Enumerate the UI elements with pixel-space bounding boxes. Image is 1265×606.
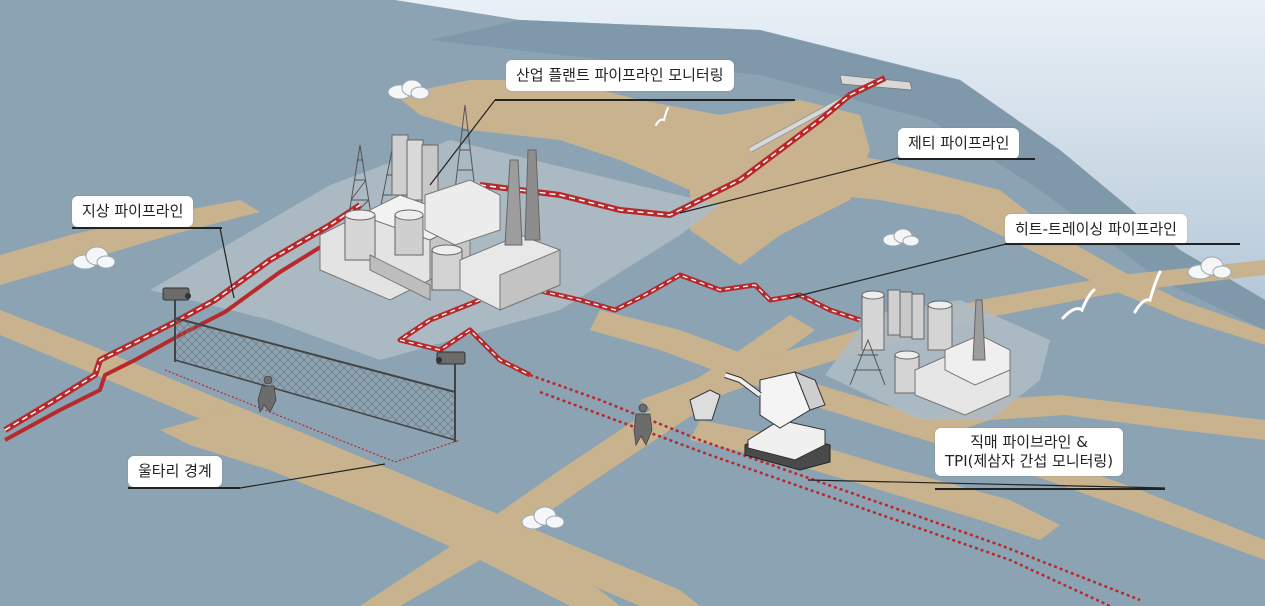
heat-tracing-label-rule: [1005, 243, 1240, 245]
seagull-icon: [1133, 270, 1162, 314]
cloud-icon: [882, 228, 920, 247]
heat-tracing-label-text: 히트-트레이싱 파이프라인: [1015, 220, 1177, 238]
plant-label-rule: [495, 99, 795, 101]
heat-tracing-label: 히트-트레이싱 파이프라인: [1005, 214, 1187, 245]
oil-rig-icon: [849, 338, 886, 386]
fence-perimeter-label: 울타리 경계: [128, 456, 222, 487]
fence-label-rule: [128, 487, 240, 489]
sand-shore: [395, 80, 870, 265]
jetty-label-text: 제티 파이프라인: [908, 134, 1010, 152]
plant-label-text: 산업 플랜트 파이프라인 모니터링: [516, 66, 724, 84]
jetty-label-rule: [898, 158, 1035, 160]
main-plant: [319, 104, 561, 311]
plant-monitoring-label: 산업 플랜트 파이프라인 모니터링: [506, 60, 734, 91]
seagull-icon: [1061, 288, 1096, 320]
leader-lines: [219, 99, 1166, 489]
intruder-icon: [633, 403, 653, 447]
sky: [395, 0, 1265, 300]
seagull-icon: [655, 107, 669, 126]
secondary-plant: [849, 289, 1011, 416]
buried-pipeline-label: 직매 파이브라인 & TPI(제삼자 간섭 모니터링): [935, 428, 1124, 476]
pipelines: [3, 75, 1141, 606]
ground-label-rule: [72, 227, 222, 229]
fence-label-text: 울타리 경계: [138, 462, 212, 480]
roads: [0, 200, 1265, 606]
ground-pipeline-label: 지상 파이프라인: [72, 196, 194, 227]
buried-label-line1: 직매 파이브라인 &: [970, 433, 1088, 451]
cctv-camera-icon: [436, 351, 466, 365]
sand-shore-east: [820, 150, 1265, 345]
cloud-icon: [387, 79, 430, 100]
buried-label-line2: TPI(제삼자 간섭 모니터링): [945, 452, 1114, 470]
cloud-icon: [72, 246, 116, 270]
jetty-pipeline-label: 제티 파이프라인: [898, 128, 1020, 159]
chimney-icon: [972, 299, 986, 361]
storage-tank-icon: [391, 134, 439, 206]
cctv-camera-icon: [162, 287, 191, 301]
cloud-icon: [1187, 256, 1232, 280]
buried-label-rule: [935, 488, 1165, 490]
excavator-icon: [689, 371, 831, 471]
chimney-icon: [504, 149, 541, 246]
intruder-icon: [257, 375, 277, 414]
ground-label-text: 지상 파이프라인: [82, 202, 184, 220]
cloud-icon: [521, 506, 565, 530]
storage-tank-icon: [861, 289, 953, 394]
